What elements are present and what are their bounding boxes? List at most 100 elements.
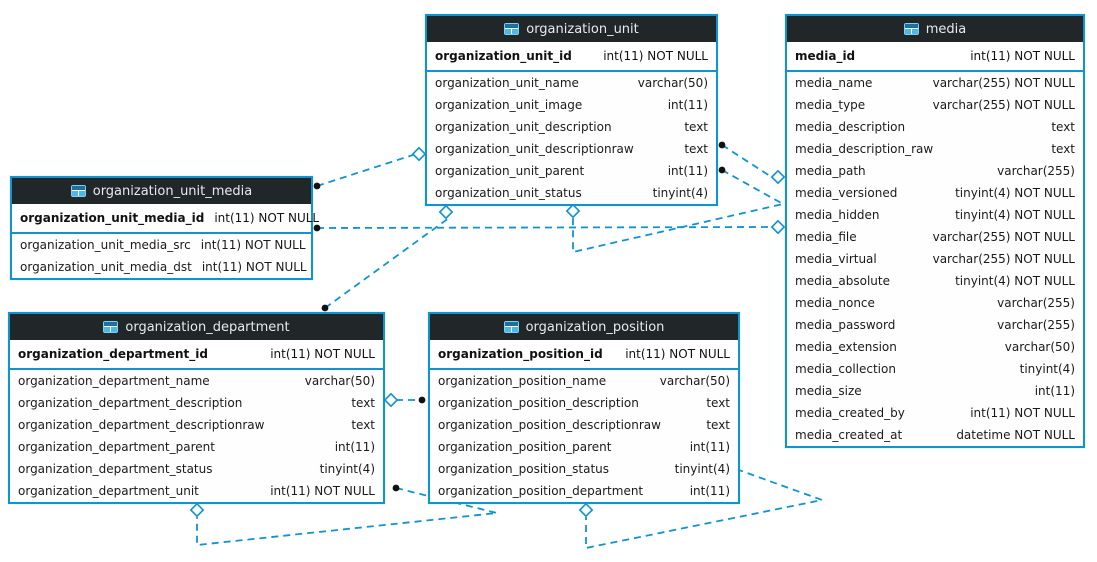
column-name: organization_department_description <box>18 396 243 410</box>
column-name: organization_unit_name <box>435 76 579 90</box>
column-name: organization_department_status <box>18 462 213 476</box>
column-type: datetime NOT NULL <box>956 428 1075 442</box>
relation-line <box>585 464 826 550</box>
column-name: media_hidden <box>795 208 880 222</box>
column-name: organization_unit_id <box>435 49 572 63</box>
column-type: tinyint(4) NOT NULL <box>955 186 1075 200</box>
column-name: organization_position_department <box>438 484 644 498</box>
column-type: varchar(255) <box>997 164 1075 178</box>
table-organization_department[interactable]: organization_department organization_depa… <box>8 312 385 504</box>
column-type: int(11) <box>667 164 708 178</box>
referenced-key-diamond-icon <box>438 204 454 220</box>
column-name: organization_unit_image <box>435 98 583 112</box>
column-name: media_collection <box>795 362 896 376</box>
table-header[interactable]: organization_department <box>10 314 383 340</box>
referenced-key-diamond-icon <box>770 169 786 185</box>
relation-line <box>721 144 771 177</box>
table-header[interactable]: media <box>787 16 1083 42</box>
column-name: organization_department_unit <box>18 484 199 498</box>
column-name: media_id <box>795 49 856 63</box>
table-header[interactable]: organization_unit_media <box>12 178 311 204</box>
column-type: text <box>684 142 708 156</box>
column-name: organization_position_name <box>438 374 607 388</box>
column-row: organization_position_name varchar(50) <box>430 370 738 392</box>
relation-organization_unit-to-media <box>718 141 786 185</box>
column-type: int(11) <box>1034 384 1075 398</box>
column-type: varchar(255) <box>997 318 1075 332</box>
foreign-key-dot-icon <box>718 141 726 149</box>
foreign-key-dot-icon <box>313 224 321 232</box>
column-type: tinyint(4) NOT NULL <box>955 274 1075 288</box>
column-row: media_hidden tinyint(4) NOT NULL <box>787 204 1083 226</box>
column-type: tinyint(4) <box>674 462 730 476</box>
table-organization_unit_media[interactable]: organization_unit_media organization_unit… <box>10 176 319 280</box>
column-type: int(11) NOT NULL <box>970 406 1075 420</box>
column-type: int(11) NOT NULL <box>200 238 306 252</box>
table-title: organization_unit_media <box>92 183 253 199</box>
relation-organization_unit_media-to-organization_unit <box>313 146 427 190</box>
column-type: int(11) <box>667 98 708 112</box>
relation-organization_unit-to-organization_unit <box>565 166 786 254</box>
primary-key-row: organization_unit_id int(11) NOT NULL <box>427 42 716 72</box>
column-name: organization_position_description <box>438 396 639 410</box>
column-type: varchar(50) <box>1004 340 1075 354</box>
table-title: organization_department <box>125 319 290 335</box>
table-header[interactable]: organization_unit <box>427 16 716 42</box>
column-type: int(11) <box>334 440 375 454</box>
foreign-key-dot-icon <box>418 396 426 404</box>
column-name: organization_unit_media_dst <box>20 260 192 274</box>
relation-organization_unit_media-to-media <box>313 219 786 235</box>
column-type: int(11) NOT NULL <box>603 49 708 63</box>
foreign-key-dot-icon <box>313 182 321 190</box>
column-name: media_type <box>795 98 866 112</box>
column-type: varchar(255) <box>997 296 1075 310</box>
table-header[interactable]: organization_position <box>430 314 738 340</box>
column-name: organization_department_id <box>18 347 208 361</box>
column-type: tinyint(4) <box>319 462 375 476</box>
column-type: text <box>1051 120 1075 134</box>
column-row: organization_department_description text <box>10 392 383 414</box>
column-row: organization_unit_name varchar(50) <box>427 72 716 94</box>
column-name: media_virtual <box>795 252 877 266</box>
column-type: text <box>351 396 375 410</box>
column-type: tinyint(4) NOT NULL <box>955 208 1075 222</box>
column-type: varchar(255) NOT NULL <box>932 230 1075 244</box>
table-icon <box>103 321 119 333</box>
column-type: varchar(50) <box>659 374 730 388</box>
referenced-key-diamond-icon <box>189 502 205 518</box>
relation-line <box>316 154 414 187</box>
column-name: media_description_raw <box>795 142 934 156</box>
column-type: varchar(50) <box>304 374 375 388</box>
column-type: int(11) NOT NULL <box>270 484 375 498</box>
table-icon <box>903 23 919 35</box>
referenced-key-diamond-icon <box>565 203 581 219</box>
column-type: int(11) <box>689 440 730 454</box>
column-type: varchar(50) <box>637 76 708 90</box>
